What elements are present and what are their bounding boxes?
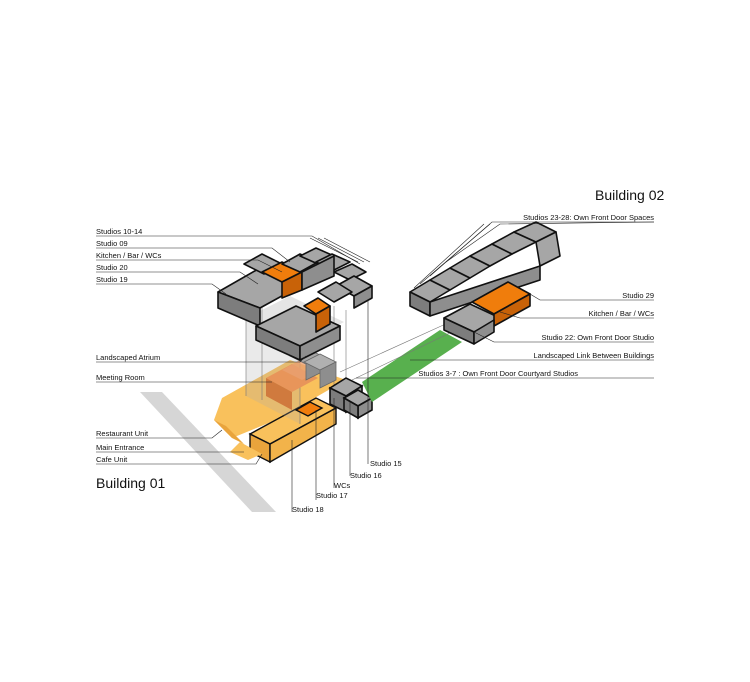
- label-landscaped-atrium: Landscaped Atrium: [96, 353, 160, 362]
- label-studio-09: Studio 09: [96, 239, 128, 248]
- right-leaders: [356, 221, 655, 379]
- label-studios-23-28: Studios 23-28: Own Front Door Spaces: [523, 213, 654, 222]
- left-leaders: [96, 235, 361, 465]
- label-studio-15: Studio 15: [370, 459, 402, 468]
- landscaped-link: [362, 330, 462, 402]
- main-entrance-wedge: [230, 442, 262, 460]
- building-01-middle-block: [255, 275, 373, 361]
- label-studio-29: Studio 29: [622, 291, 654, 300]
- label-meeting-room: Meeting Room: [96, 373, 145, 382]
- bottom-leaders: [291, 300, 369, 512]
- label-studio-17: Studio 17: [316, 491, 348, 500]
- label-studio-19: Studio 19: [96, 275, 128, 284]
- label-restaurant-unit: Restaurant Unit: [96, 429, 149, 438]
- label-cafe-unit: Cafe Unit: [96, 455, 128, 464]
- label-studio-22: Studio 22: Own Front Door Studio: [541, 333, 654, 342]
- label-studios-3-7: Studios 3-7 : Own Front Door Courtyard S…: [418, 369, 578, 378]
- label-studios-10-14: Studios 10-14: [96, 227, 142, 236]
- building-01-title: Building 01: [96, 475, 165, 491]
- label-studio-16: Studio 16: [350, 471, 382, 480]
- studio-15-18-cluster: [294, 377, 374, 420]
- hatch-lines: [309, 223, 491, 289]
- label-main-entrance: Main Entrance: [96, 443, 144, 452]
- building-02-block: [409, 221, 561, 345]
- label-studio-18: Studio 18: [292, 505, 324, 514]
- label-studio-20: Studio 20: [96, 263, 128, 272]
- label-kitchen-bar-wcs-b02: Kitchen / Bar / WCs: [589, 309, 655, 318]
- building-02-title: Building 02: [595, 187, 664, 203]
- label-kitchen-bar-wcs-b01: Kitchen / Bar / WCs: [96, 251, 162, 260]
- label-wcs: WCs: [334, 481, 350, 490]
- label-landscaped-link: Landscaped Link Between Buildings: [533, 351, 654, 360]
